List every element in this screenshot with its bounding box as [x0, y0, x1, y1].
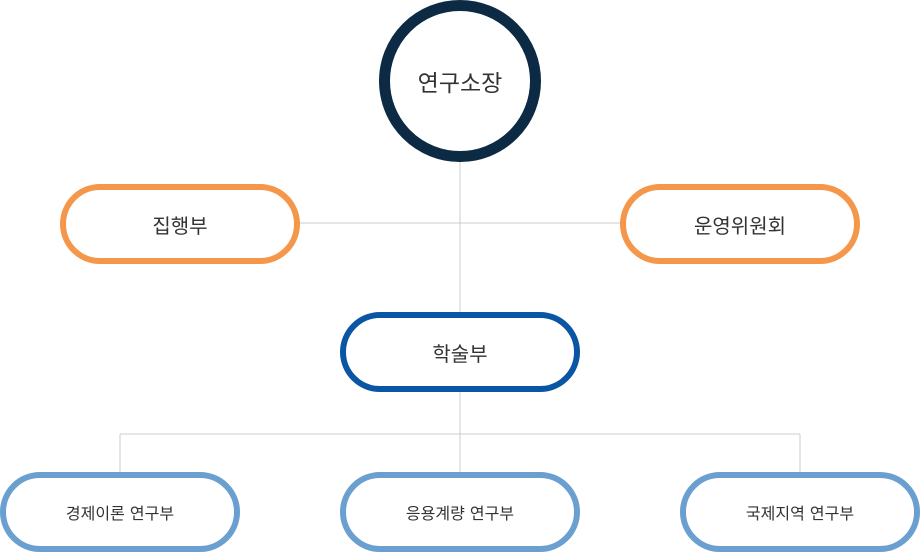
node-dept-economics-label: 경제이론 연구부: [65, 504, 175, 523]
node-director-label: 연구소장: [417, 71, 503, 97]
node-dept-regional: 국제지역 연구부: [680, 472, 920, 552]
node-academic: 학술부: [340, 312, 580, 392]
node-dept-applied: 응용계량 연구부: [340, 472, 580, 552]
node-executive-label: 집행부: [152, 213, 208, 238]
node-steering: 운영위원회: [620, 184, 860, 264]
node-dept-economics: 경제이론 연구부: [0, 472, 240, 552]
node-executive: 집행부: [60, 184, 300, 264]
node-academic-label: 학술부: [432, 341, 488, 366]
node-steering-label: 운영위원회: [694, 213, 786, 238]
node-dept-applied-label: 응용계량 연구부: [405, 504, 515, 523]
node-dept-regional-label: 국제지역 연구부: [745, 504, 855, 523]
node-director: 연구소장: [379, 0, 541, 162]
